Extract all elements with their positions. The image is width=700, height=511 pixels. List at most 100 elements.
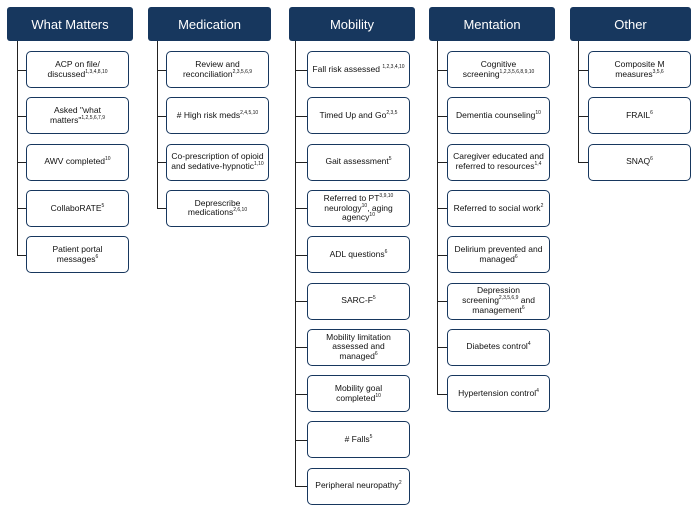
measure-text: FRAIL [626, 109, 651, 120]
measure-box: Diabetes control4 [447, 328, 550, 366]
measure-box: Hypertension control4 [447, 375, 550, 413]
reference-superscript: 10 [105, 156, 111, 163]
measure-box: Mobility goal completed10 [307, 375, 410, 413]
measure-box: Review and reconciliation2,3,5,6,9 [166, 51, 269, 88]
reference-superscript: 2 [540, 202, 544, 209]
measure-box: Fall risk assessed 1,2,3,4,10 [307, 51, 410, 88]
measure-text: Hypertension control [458, 387, 537, 398]
measure-label: Patient portal messages6 [31, 243, 124, 265]
connector-branch [295, 162, 307, 164]
measure-text: and management [472, 295, 535, 315]
reference-superscript: 6 [384, 248, 388, 255]
measure-box: # Falls5 [307, 421, 410, 459]
reference-superscript: 10 [535, 110, 541, 117]
measure-label: Timed Up and Go2,3,5 [319, 109, 398, 121]
measure-label: Mobility limitation assessed and managed… [312, 331, 405, 362]
measure-text: CollaboRATE [50, 202, 102, 213]
measure-text: Mobility limitation assessed and managed [326, 331, 391, 362]
measure-label: Delirium prevented and managed6 [452, 243, 545, 265]
reference-superscript: 10 [361, 202, 368, 209]
column-header-other: Other [570, 7, 691, 41]
measure-text: Timed Up and Go [319, 109, 387, 120]
measure-box: Caregiver educated and referred to resou… [447, 143, 550, 181]
measure-box: Co-prescription of opioid and sedative-h… [166, 143, 269, 181]
reference-superscript: 5 [388, 156, 392, 163]
measure-box: Peripheral neuropathy2 [307, 467, 410, 505]
measure-text: # High risk meds [176, 109, 241, 120]
connector-line [295, 41, 296, 487]
connector-branch [437, 208, 447, 210]
measure-box: Asked "what matters"1,2,5,6,7,9 [26, 97, 129, 135]
connector-branch [17, 115, 26, 117]
reference-superscript: 6 [514, 253, 518, 260]
reference-superscript: 4 [536, 387, 539, 394]
connector-branch [157, 69, 166, 71]
measure-box: SNAQ6 [588, 143, 691, 181]
measure-text: Fall risk assessed [312, 63, 383, 74]
reference-superscript: 1,10 [253, 161, 264, 168]
measure-box: Dementia counseling10 [447, 97, 550, 135]
measure-label: ACP on file/ discussed1,3,4,8,10 [31, 59, 124, 80]
measure-text: Referred to PT [323, 192, 380, 203]
connector-branch [295, 69, 307, 71]
measure-box: Cognitive screening1,2,3,5,6,8,9,10 [447, 51, 550, 88]
measure-label: SNAQ6 [626, 156, 653, 167]
measure-text: Delirium prevented and managed [454, 243, 543, 264]
reference-superscript: 10 [369, 212, 375, 219]
connector-branch [578, 115, 588, 117]
measure-label: Gait assessment5 [325, 156, 392, 167]
measure-label: Caregiver educated and referred to resou… [452, 151, 545, 172]
connector-branch [157, 208, 166, 210]
column-header-mentation: Mentation [429, 7, 555, 41]
measure-label: Cognitive screening1,2,3,5,6,8,9,10 [452, 59, 545, 80]
measure-label: Review and reconciliation2,3,5,6,9 [171, 59, 264, 80]
measure-label: SARC-F5 [341, 295, 375, 306]
connector-branch [437, 347, 447, 349]
measure-text: neurology [324, 202, 362, 213]
measure-text: Deprescribe medications [187, 197, 241, 218]
measure-text: Mobility goal completed [334, 382, 383, 403]
reference-superscript: 2,4,5,10 [240, 110, 259, 117]
connector-branch [437, 69, 447, 71]
measure-label: Peripheral neuropathy2 [315, 480, 401, 491]
measure-text: Composite M measures [614, 58, 665, 79]
measure-text: # Falls [344, 434, 370, 444]
reference-superscript: 1,2,3,5,6,8,9,10 [499, 68, 535, 75]
connector-branch [17, 254, 26, 256]
measure-text: Dementia counseling [456, 109, 536, 120]
connector-branch [17, 208, 26, 210]
measure-text: Caregiver educated and referred to resou… [453, 151, 544, 172]
measure-box: Mobility limitation assessed and managed… [307, 328, 410, 366]
measure-box: SARC-F5 [307, 282, 410, 320]
reference-superscript: 3,9,10 [379, 192, 394, 199]
measure-label: Referred to PT3,9,10 neurology10, aging … [312, 192, 405, 223]
measure-box: Composite M measures3,5,6 [588, 51, 691, 88]
reference-superscript: 1,2,5,6,7,9 [81, 114, 105, 121]
measure-box: ADL questions6 [307, 236, 410, 274]
connector-branch [295, 254, 307, 256]
measure-box: Gait assessment5 [307, 143, 410, 181]
connector-branch [437, 393, 447, 395]
measure-label: Hypertension control4 [458, 387, 539, 399]
measure-text: Diabetes control [466, 341, 528, 352]
connector-branch [295, 347, 307, 349]
reference-superscript: 4 [527, 341, 531, 348]
connector-branch [17, 162, 26, 164]
measure-text: Gait assessment [325, 156, 389, 167]
connector-branch [437, 301, 447, 302]
measure-label: Co-prescription of opioid and sedative-h… [171, 151, 264, 172]
measure-label: Mobility goal completed10 [312, 382, 405, 404]
measure-label: Fall risk assessed 1,2,3,4,10 [312, 63, 404, 75]
connector-line [17, 41, 18, 255]
measure-label: Diabetes control4 [466, 342, 530, 352]
connector-branch [295, 301, 307, 302]
measure-text: Co-prescription of opioid and sedative-h… [171, 151, 264, 172]
measure-text: Patient portal messages [52, 243, 103, 264]
measure-text: Asked "what matters" [50, 105, 101, 125]
measure-text: ADL questions [329, 248, 385, 259]
connector-branch [437, 254, 447, 256]
